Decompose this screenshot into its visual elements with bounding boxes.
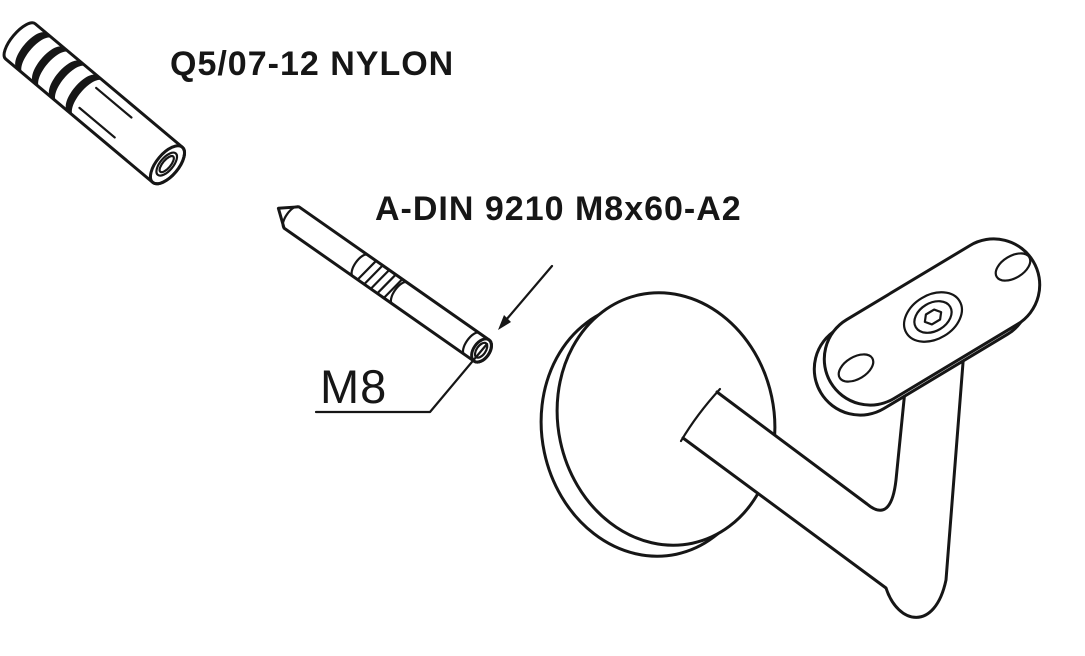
arm-flange-fillet bbox=[679, 387, 722, 443]
wall-plug-label: Q5/07-12 NYLON bbox=[170, 45, 454, 83]
stud-collar-line bbox=[461, 331, 481, 356]
m8-dimension-label: M8 bbox=[320, 360, 387, 413]
stud-end-rim bbox=[470, 337, 493, 364]
stud-thread-line bbox=[363, 265, 384, 285]
wall-plug-slit bbox=[95, 86, 133, 119]
stud-thread-boundary bbox=[389, 280, 409, 305]
dimension-leader-line bbox=[314, 342, 489, 414]
hex-socket bbox=[923, 308, 943, 326]
stud-thread-line bbox=[383, 278, 403, 299]
bracket-arm-fill bbox=[683, 350, 964, 618]
wall-plug-fin bbox=[49, 60, 84, 100]
stud-chamfer-line bbox=[281, 205, 301, 230]
plate-top bbox=[822, 237, 1042, 407]
wall-plug-fin bbox=[66, 74, 101, 114]
wall-plug-drawing bbox=[2, 21, 187, 186]
stud-drawing bbox=[276, 205, 493, 364]
wall-plug-slit bbox=[78, 106, 116, 139]
flange-front-face bbox=[555, 291, 777, 547]
screw-head bbox=[913, 300, 953, 334]
wall-plug-fin bbox=[32, 46, 67, 86]
bracket-arm-upper-edge bbox=[715, 378, 908, 512]
stud-label: A-DIN 9210 M8x60-A2 bbox=[375, 190, 742, 228]
stud-thread-line bbox=[376, 274, 397, 294]
wall-plug-end-rim bbox=[148, 144, 187, 186]
plate-hole-left bbox=[837, 353, 875, 383]
plate-hole-right bbox=[994, 252, 1032, 282]
bracket-arm-lower-edge bbox=[681, 348, 966, 619]
wall-plug-hole-outer bbox=[155, 151, 179, 177]
plate-top-face bbox=[822, 237, 1042, 407]
dimension-arrowhead bbox=[498, 315, 511, 330]
wall-plug-hole-inner bbox=[158, 154, 175, 174]
center-hole-rim bbox=[903, 291, 963, 343]
stud-thread-line bbox=[357, 260, 377, 281]
bracket-drawing bbox=[539, 237, 1042, 619]
m8-dimension bbox=[314, 264, 554, 414]
stud-thread-boundary bbox=[350, 253, 369, 278]
wall-plug-fin bbox=[15, 32, 50, 72]
stud-thread-line bbox=[370, 269, 390, 290]
dimension-arrow-line bbox=[504, 264, 554, 322]
center-screw bbox=[903, 291, 963, 343]
